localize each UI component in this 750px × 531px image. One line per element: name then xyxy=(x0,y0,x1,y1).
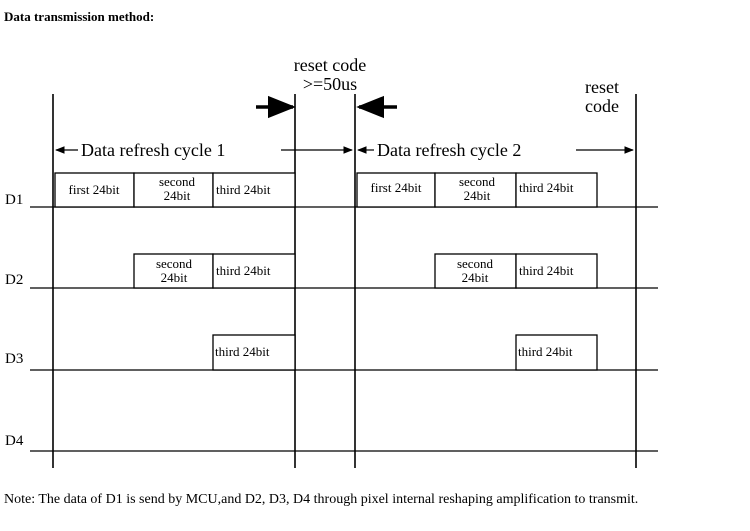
d3-cycle1-third-box xyxy=(212,334,296,371)
d1-cycle1-second-box xyxy=(133,172,214,208)
d2-cycle2-third-box xyxy=(515,253,598,289)
d1-cycle2-third-label: third 24bit xyxy=(519,180,574,195)
page-heading: Data transmission method: xyxy=(4,9,155,24)
d2-cycle1-second-label-1: second xyxy=(156,256,193,271)
d3-cycle1-third-label: third 24bit xyxy=(215,344,270,359)
d3-cycle2-third-box xyxy=(515,334,598,371)
d2-cycle2-second-label-1: second xyxy=(457,256,494,271)
d1-cycle2-second-label-1: second xyxy=(459,174,496,189)
reset-code-right-line1: reset xyxy=(585,77,619,97)
d2-cycle2-second-label-2: 24bit xyxy=(462,270,489,285)
d1-cycle2-first-box xyxy=(356,172,436,208)
d1-cycle1-second-label-2: 24bit xyxy=(164,188,191,203)
channel-label-d2: D2 xyxy=(5,272,23,288)
cycle1-label: Data refresh cycle 1 xyxy=(81,140,225,160)
d1-cycle1-first-label: first 24bit xyxy=(69,182,120,197)
d2-cycle2-second-box xyxy=(434,253,517,289)
timing-diagram: reset code >=50us reset code Data refres… xyxy=(5,55,658,468)
reset-code-top-line1: reset code xyxy=(294,55,366,75)
d3-cycle2-third-label: third 24bit xyxy=(518,344,573,359)
reset-code-top-line2: >=50us xyxy=(303,74,357,94)
cycle2-label: Data refresh cycle 2 xyxy=(377,140,521,160)
d1-cycle2-second-label-2: 24bit xyxy=(464,188,491,203)
reset-code-right-line2: code xyxy=(585,96,619,116)
d2-cycle2-third-label: third 24bit xyxy=(519,263,574,278)
d2-cycle1-second-box xyxy=(133,253,214,289)
d2-cycle1-second-label-2: 24bit xyxy=(161,270,188,285)
d2-cycle1-third-box xyxy=(212,253,296,289)
d1-cycle1-first-box xyxy=(54,172,135,208)
footnote: Note: The data of D1 is send by MCU,and … xyxy=(4,492,639,507)
d1-cycle1-third-label: third 24bit xyxy=(216,182,271,197)
d1-cycle2-third-box xyxy=(515,172,598,208)
d1-cycle2-first-label: first 24bit xyxy=(371,180,422,195)
channel-label-d3: D3 xyxy=(5,351,23,367)
d1-cycle1-second-label-1: second xyxy=(159,174,196,189)
d2-cycle1-third-label: third 24bit xyxy=(216,263,271,278)
channel-label-d4: D4 xyxy=(5,433,24,449)
d1-cycle1-third-box xyxy=(212,172,296,208)
channel-label-d1: D1 xyxy=(5,192,23,208)
